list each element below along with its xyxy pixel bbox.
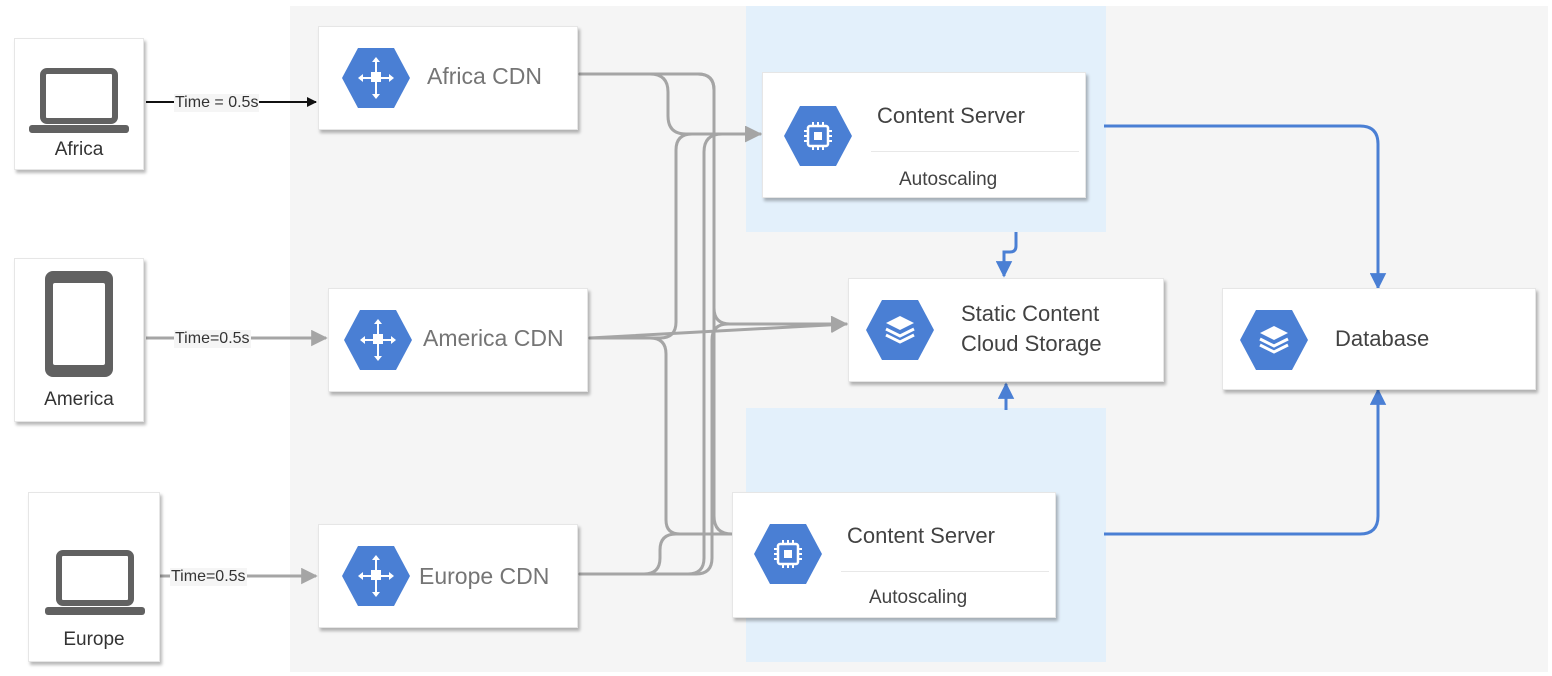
link-europe-cdn-to-server-bottom [578,525,750,576]
cdn-label: Europe CDN [419,563,550,589]
link-server-top-to-database [1104,124,1387,290]
latency-label-america: Time=0.5s [174,330,251,348]
storage-stack-icon [1239,309,1309,371]
tablet-icon [45,271,113,377]
server-subtitle: Autoscaling [899,169,998,190]
client-label: Europe [63,629,125,650]
client-africa: Africa [14,38,144,170]
link-server-top-to-storage [995,232,1018,278]
latency-label-europe: Time=0.5s [170,568,247,586]
content-server-top: Content Server Autoscaling [762,72,1086,198]
cdn-label: America CDN [423,325,564,351]
cdn-icon [343,309,413,371]
content-server-bottom: Content Server Autoscaling [732,492,1056,618]
link-africa-cdn-to-server-top [578,72,762,143]
laptop-icon [27,67,131,137]
cdn-label: Africa CDN [427,63,543,89]
link-server-bottom-to-database [1104,388,1387,536]
server-subtitle: Autoscaling [869,587,968,608]
client-america: America [14,258,144,422]
database-label: Database [1335,326,1430,351]
cdn-icon [341,545,411,607]
cdn-america: America CDN [328,288,588,392]
client-label: Africa [54,139,104,160]
link-europe-cdn-to-server-top [578,125,762,576]
compute-chip-icon [753,523,823,585]
link-america-cdn-to-storage [588,316,848,340]
client-label: America [44,389,114,410]
link-america-cdn-to-server-bottom [588,336,750,543]
cdn-europe: Europe CDN [318,524,578,628]
storage-label-line2: Cloud Storage [961,331,1102,356]
storage-label-line1: Static Content [961,301,1100,326]
server-divider [841,571,1049,572]
storage-label: Static Content Cloud Storage [961,299,1102,359]
client-europe: Europe [28,492,160,662]
storage-stack-icon [865,299,935,361]
server-title: Content Server [877,103,1025,128]
link-america-cdn-to-server-top [588,125,762,340]
compute-chip-icon [783,105,853,167]
server-title: Content Server [847,523,995,548]
server-divider [871,151,1079,152]
database: Database [1222,288,1536,390]
link-africa-cdn-to-server-bottom [578,72,750,543]
cdn-icon [341,47,411,109]
link-europe-cdn-to-storage [578,315,848,576]
latency-label-africa: Time = 0.5s [174,94,260,112]
laptop-icon [43,549,147,619]
static-content-storage: Static Content Cloud Storage [848,278,1164,382]
cdn-africa: Africa CDN [318,26,578,130]
